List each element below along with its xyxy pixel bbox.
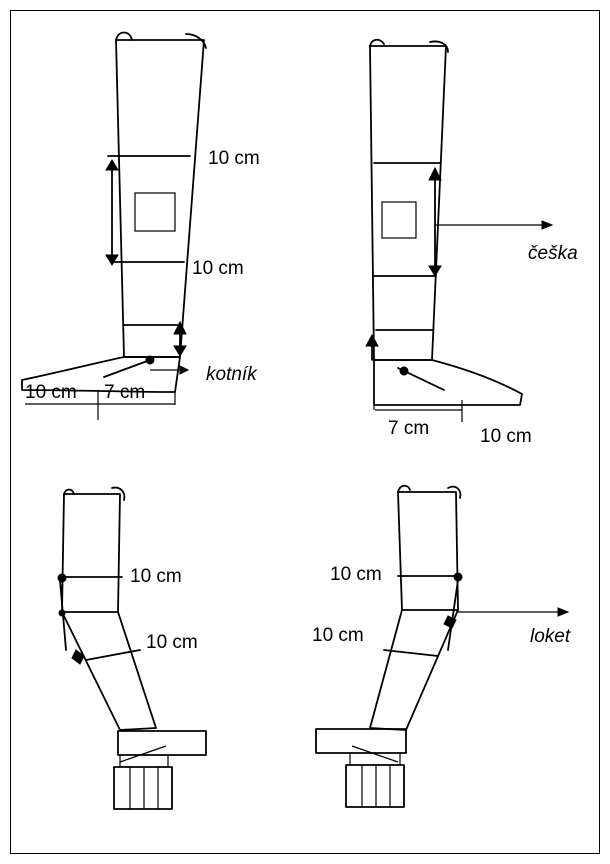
arm-right-drawing — [315, 484, 462, 808]
foot-back-right-measure: 10 cm — [480, 426, 532, 447]
elbow-label: loket — [530, 626, 571, 647]
arm-right-upper-measure: 10 cm — [330, 564, 382, 585]
leg-front-upper-measure: 10 cm — [208, 148, 260, 169]
figure-frame — [10, 10, 600, 854]
leg-back-markers — [365, 166, 554, 391]
foot-front-left-measure: 10 cm — [25, 382, 77, 403]
leg-front-markers — [103, 159, 190, 378]
foot-front-right-measure: 7 cm — [104, 382, 146, 403]
arm-left-markers — [57, 573, 85, 665]
arm-right-markers — [443, 572, 570, 651]
arm-left-upper-measure: 10 cm — [130, 566, 182, 587]
leg-back-drawing — [369, 38, 523, 422]
arm-left-lower-measure: 10 cm — [146, 632, 198, 653]
ankle-label: kotník — [206, 364, 257, 385]
arm-right-lower-measure: 10 cm — [312, 625, 364, 646]
kneecap-label: češka — [528, 243, 578, 264]
leg-front-drawing — [21, 31, 207, 420]
foot-back-left-measure: 7 cm — [388, 418, 430, 439]
leg-front-lower-measure: 10 cm — [192, 258, 244, 279]
